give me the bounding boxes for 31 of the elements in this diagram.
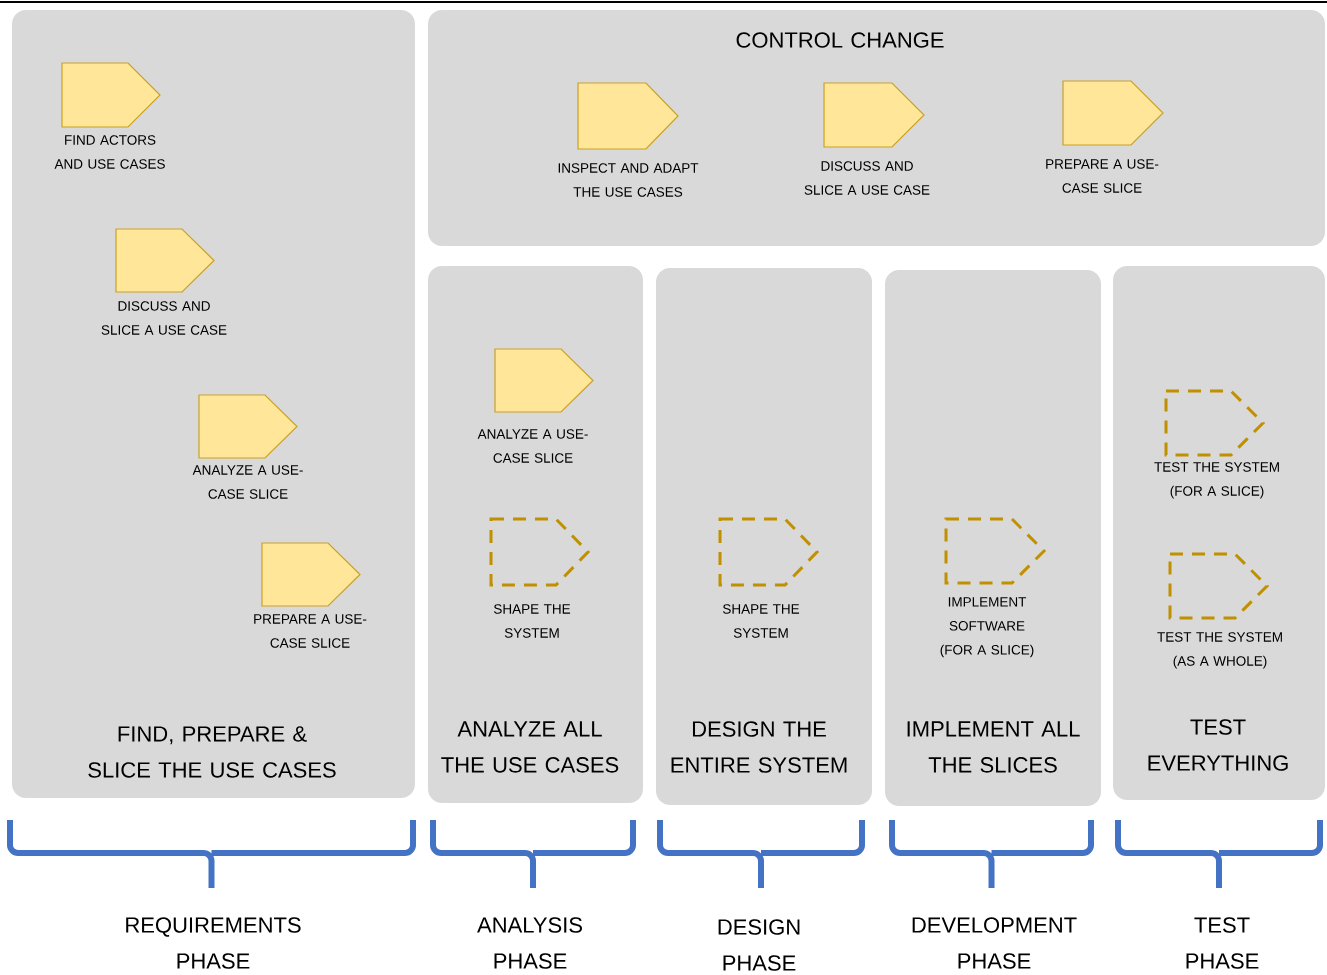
- node-label: INSPECT AND ADAPT THE USE CASES: [558, 163, 699, 197]
- step-pentagon: TEST THE SYSTEM (AS A WHOLE): [1157, 552, 1282, 669]
- node-label: TEST THE SYSTEM (FOR A SLICE): [1154, 462, 1279, 499]
- step-pentagon: PREPARE A USE-CASE SLICE: [254, 542, 367, 648]
- step-pentagon: SHAPE THE SYSTEM: [718, 517, 820, 638]
- node-label: TEST THE SYSTEM (AS A WHOLE): [1157, 632, 1282, 669]
- step-pentagon: ANALYZE A USE-CASE SLICE: [477, 348, 594, 463]
- step-pentagon: ANALYZE A USE-CASE SLICE: [192, 394, 303, 499]
- node-label: DISCUSS AND SLICE A USE CASE: [804, 161, 930, 195]
- phase-label: TEST PHASE: [1186, 917, 1259, 969]
- step-pentagon: DISCUSS AND SLICE A USE CASE: [101, 228, 227, 335]
- step-pentagon: FIND ACTORS AND USE CASES: [54, 62, 165, 169]
- node-label: FIND ACTORS AND USE CASES: [54, 135, 165, 169]
- node-label: SHAPE THE SYSTEM: [493, 604, 571, 638]
- node-label: SHAPE THE SYSTEM: [722, 604, 800, 638]
- step-pentagon: PREPARE A USE-CASE SLICE: [1046, 80, 1164, 193]
- phase-label: DESIGN PHASE: [718, 919, 800, 971]
- step-pentagon: TEST THE SYSTEM (FOR A SLICE): [1154, 389, 1279, 499]
- phase-label: REQUIREMENTS PHASE: [126, 917, 301, 969]
- node-label: PREPARE A USE-CASE SLICE: [254, 614, 367, 648]
- node-label: ANALYZE A USE-CASE SLICE: [192, 465, 303, 499]
- step-pentagon: SHAPE THE SYSTEM: [489, 517, 591, 638]
- node-label: PREPARE A USE-CASE SLICE: [1046, 159, 1159, 193]
- phase-label: DEVELOPMENT PHASE: [912, 917, 1077, 969]
- step-pentagon: IMPLEMENT SOFTWARE (FOR A SLICE): [940, 517, 1047, 658]
- node-label: ANALYZE A USE-CASE SLICE: [477, 429, 588, 463]
- step-pentagon: DISCUSS AND SLICE A USE CASE: [804, 82, 930, 195]
- node-label: DISCUSS AND SLICE A USE CASE: [101, 301, 227, 335]
- phase-label: ANALYSIS PHASE: [477, 917, 582, 969]
- node-label: IMPLEMENT SOFTWARE (FOR A SLICE): [940, 597, 1034, 658]
- step-pentagon: INSPECT AND ADAPT THE USE CASES: [558, 82, 699, 197]
